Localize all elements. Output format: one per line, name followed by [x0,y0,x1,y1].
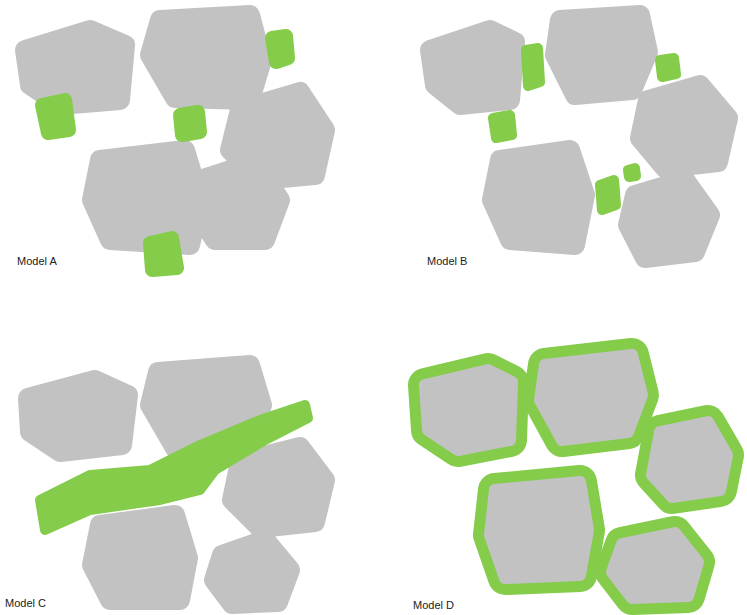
model-label: Model A [17,255,57,268]
model-a [25,15,325,270]
model-label: Model C [5,597,46,610]
grain [652,422,727,497]
model-d [425,355,727,598]
grain [492,150,585,245]
green-pocket [272,36,288,62]
green-coating [425,370,512,450]
grain [628,180,710,258]
grain [92,515,188,600]
grain [555,15,648,95]
green-pocket [600,180,616,210]
model-b [430,15,728,258]
green-pocket [526,48,540,86]
green-coating [490,482,588,578]
grain [430,30,515,105]
grain [28,380,128,452]
grain [540,355,642,440]
green-coating [652,422,727,497]
grain [612,533,698,598]
grain [640,85,728,168]
model-label: Model D [413,599,454,612]
grain [214,540,290,604]
green-coating [612,533,698,598]
grain [92,150,200,245]
grain [195,162,280,240]
green-pocket [660,58,676,77]
grain [232,447,325,528]
green-pocket [180,112,200,135]
green-pocket [42,100,69,133]
grain [150,15,262,100]
green-coating [540,355,642,440]
green-pocket [150,238,177,270]
model-c [28,365,325,604]
model-label: Model B [427,255,467,268]
green-band [40,405,308,530]
grain [25,30,125,105]
green-pocket [493,115,512,138]
green-pocket [628,168,636,177]
grain [425,370,512,450]
grain [490,482,588,578]
